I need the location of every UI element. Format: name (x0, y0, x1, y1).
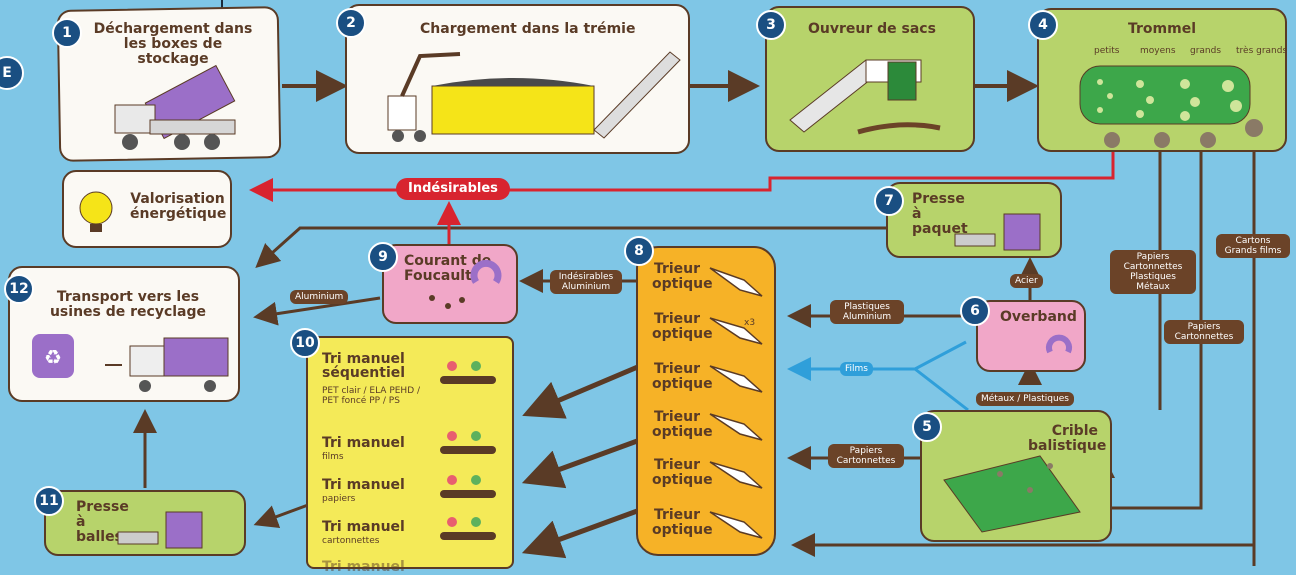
tri-manuel-films: Tri manuel (322, 435, 405, 451)
papiers-carto2-tag: Papiers Cartonnettes (1164, 320, 1244, 344)
step-9-box (382, 244, 518, 324)
tri-manuel-sequentiel: Tri manuel séquentiel (322, 351, 406, 381)
trieur-1: Trieur optique (652, 261, 713, 292)
step-2-badge: 2 (336, 8, 366, 38)
step-3-title: Ouvreur de sacs (808, 21, 936, 37)
acier-tag: Acier (1010, 274, 1043, 288)
size-grands: grands (1190, 46, 1222, 56)
step-7-title: Presse à paquet (912, 191, 968, 237)
size-moyens: moyens (1140, 46, 1176, 56)
arrow-tri-presse (253, 503, 309, 529)
films-tag: Films (840, 362, 873, 376)
step-1-title: Déchargement dans les boxes de stockage (93, 21, 253, 67)
step-11-box (44, 490, 246, 556)
step-9-title: Courant de Foucault (404, 253, 492, 284)
step-8-box (636, 246, 776, 556)
plastiques-alu-tag: Plastiques Aluminium (830, 300, 904, 324)
tri-manuel-cartonnettes: Tri manuel (322, 519, 405, 535)
arrow-presse-transport (255, 226, 886, 269)
tri-papiers-sub: papiers (322, 494, 356, 504)
arrow-indesirables (249, 152, 1115, 202)
svg-text:♻: ♻ (44, 345, 62, 369)
step-12-badge: 12 (4, 274, 34, 304)
tri-sequentiel-sub: PET clair / ELA PEHD / PET foncé PP / PS (322, 386, 421, 406)
trieur-2: Trieur optique (652, 311, 713, 342)
step-1-badge: 1 (52, 18, 82, 48)
step-5-badge: 5 (912, 412, 942, 442)
step-3-badge: 3 (756, 10, 786, 40)
papiers-carto-tag: Papiers Cartonnettes (828, 444, 904, 468)
cartons-films-tag: Cartons Grands films (1216, 234, 1290, 258)
valorisation-label: Valorisation énergétique (130, 191, 227, 222)
step-5-title: Crible balistique (1028, 423, 1107, 454)
step-7-badge: 7 (874, 186, 904, 216)
step-12-title: Transport vers les usines de recyclage (49, 289, 207, 320)
trieur-6: Trieur optique (652, 507, 713, 538)
tri-manuel-papiers: Tri manuel (322, 477, 405, 493)
step-11-title: Presse à balles (76, 499, 129, 545)
step-9-badge: 9 (368, 242, 398, 272)
aluminium-tag: Aluminium (290, 290, 349, 304)
step-10-badge: 10 (290, 328, 320, 358)
step-8-badge: 8 (624, 236, 654, 266)
metaux-plastiques-tag: Métaux / Plastiques (976, 392, 1074, 406)
size-tres-grands: très grands (1236, 46, 1288, 56)
arrow-foucault-transport (253, 296, 381, 326)
tri-films-sub: films (322, 452, 344, 462)
step-11-badge: 11 (34, 486, 64, 516)
step-6-box (976, 300, 1086, 372)
trieur-5: Trieur optique (652, 457, 713, 488)
step-6-title: Overband (1000, 309, 1077, 325)
step-2-title: Chargement dans la trémie (420, 21, 636, 37)
step-6-badge: 6 (960, 296, 990, 326)
trieur-4: Trieur optique (652, 409, 713, 440)
x3-label: x3 (744, 318, 756, 328)
step-4-title: Trommel (1128, 21, 1197, 37)
size-petits: petits (1094, 46, 1120, 56)
trieur-3: Trieur optique (652, 361, 713, 392)
tri-cartonnettes-sub: cartonnettes (322, 536, 380, 546)
papiers-carto-plast-tag: Papiers Cartonnettes Plastiques Métaux (1110, 250, 1196, 294)
indesirables-tag: Indésirables (396, 178, 510, 200)
step-4-badge: 4 (1028, 10, 1058, 40)
indes-alu-tag: Indésirables Aluminium (550, 270, 622, 294)
